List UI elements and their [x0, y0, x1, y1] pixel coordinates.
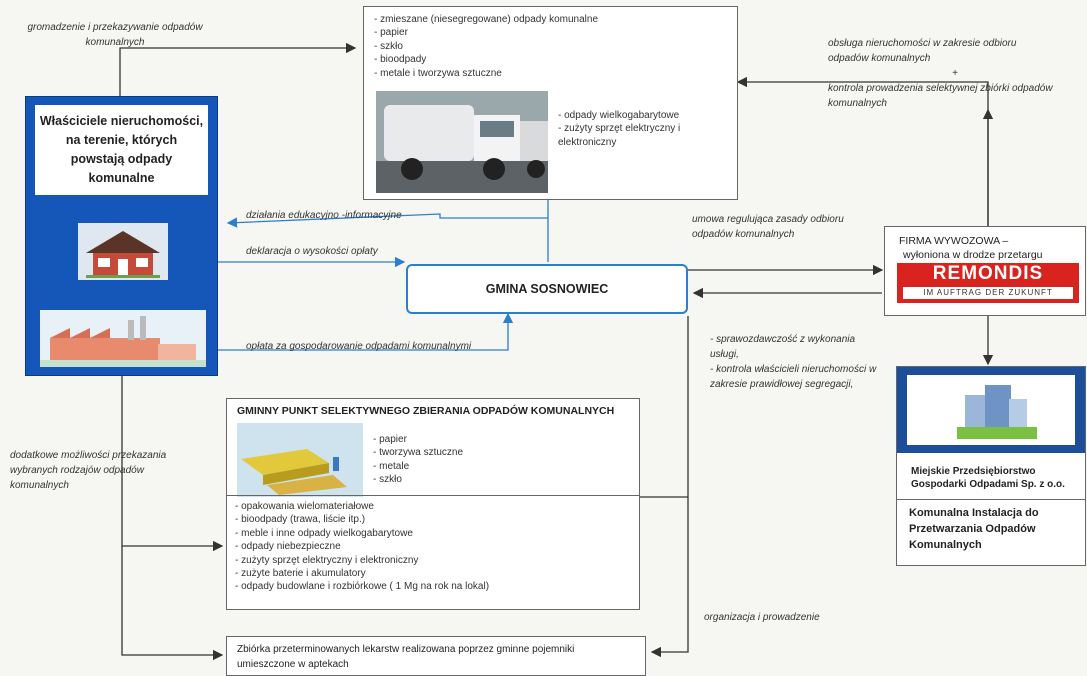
label-service: obsługa nieruchomości w zakresie odbioru… — [828, 36, 1058, 111]
list-item: tworzywa sztuczne — [373, 446, 533, 459]
arrow-education — [226, 213, 548, 228]
label-fee: opłata za gospodarowanie odpadami komuna… — [246, 341, 472, 352]
gmina-title: GMINA SOSNOWIEC — [485, 282, 609, 296]
label-education: działania edukacyjno -informacyjne — [246, 210, 402, 221]
list-item: odpady niebezpieczne — [235, 540, 635, 553]
list-item: zużyty sprzęt elektryczny i elektroniczn… — [558, 122, 733, 149]
remondis-logo-text: REMONDIS — [932, 263, 1044, 284]
remondis-logo: REMONDIS IM AUFTRAG DER ZUKUNFT — [897, 263, 1079, 303]
waste-types-box: zmieszane (niesegregowane) odpady komuna… — [363, 6, 738, 200]
house-icon — [78, 223, 168, 280]
arrow-fee — [218, 312, 514, 351]
label-contract: umowa regulująca zasady odbioru odpadów … — [692, 214, 844, 240]
label-service-line2: kontrola prowadzenia selektywnej zbiórki… — [828, 83, 1053, 109]
firm-line1: FIRMA WYWOZOWA – — [899, 235, 1009, 247]
containers-icon — [237, 423, 363, 497]
list-item: metale i tworzywa sztuczne — [374, 67, 674, 80]
list-item: zużyte baterie i akumulatory — [235, 567, 635, 580]
arrow-organisation — [650, 316, 689, 658]
list-item: zużyty sprzęt elektryczny i elektroniczn… — [235, 554, 635, 567]
owners-panel: Właściciele nieruchomości, na terenie, k… — [25, 96, 218, 376]
arrow-additional-medicine — [121, 546, 224, 661]
list-item: szkło — [374, 40, 674, 53]
list-item: bioodpady — [374, 53, 674, 66]
mpgo-box: Miejskie Przedsiębiorstwo Gospodarki Odp… — [896, 366, 1086, 566]
label-organisation: organizacja i prowadzenie — [704, 612, 820, 623]
pszok-list-top: papier tworzywa sztuczne metale szkło — [373, 433, 533, 487]
label-declaration: deklaracja o wysokości opłaty — [246, 246, 378, 257]
label-reporting: - sprawozdawczość z wykonania usługi, - … — [710, 332, 885, 392]
pszok-box: GMINNY PUNKT SELEKTYWNEGO ZBIERANIA ODPA… — [226, 398, 640, 610]
factory-icon — [40, 310, 206, 367]
list-item: bioodpady (trawa, liście itp.) — [235, 513, 635, 526]
list-item: papier — [374, 26, 674, 39]
medicine-box: Zbiórka przeterminowanych lekarstw reali… — [226, 636, 646, 676]
pszok-list-bottom: opakowania wielomateriałowe bioodpady (t… — [235, 500, 635, 594]
building-icon — [907, 375, 1075, 445]
label-collection: gromadzenie i przekazywanie odpadów komu… — [27, 22, 203, 48]
mpgo-name: Miejskie Przedsiębiorstwo Gospodarki Odp… — [911, 466, 1065, 490]
label-additional: dodatkowe możliwości przekazania wybrany… — [10, 450, 167, 491]
remondis-logo-sub: IM AUFTRAG DER ZUKUNFT — [903, 287, 1073, 299]
firm-line2: wyłoniona w drodze przetargu — [903, 249, 1043, 261]
label-reporting-line2: - kontrola właścicieli nieruchomości w z… — [710, 364, 877, 390]
firm-box: FIRMA WYWOZOWA – wyłoniona w drodze prze… — [884, 226, 1086, 316]
pszok-title: GMINNY PUNKT SELEKTYWNEGO ZBIERANIA ODPA… — [237, 405, 615, 417]
list-item: zmieszane (niesegregowane) odpady komuna… — [374, 13, 674, 26]
list-item: odpady wielkogabarytowe — [558, 109, 733, 122]
list-item: metale — [373, 460, 533, 473]
list-item: odpady budowlane i rozbiórkowe ( 1 Mg na… — [235, 580, 635, 593]
label-plus: + — [952, 68, 958, 79]
list-item: szkło — [373, 473, 533, 486]
garbage-truck-icon — [376, 91, 548, 193]
list-item: opakowania wielomateriałowe — [235, 500, 635, 513]
gmina-box: GMINA SOSNOWIEC — [406, 264, 688, 314]
list-item: papier — [373, 433, 533, 446]
list-item: meble i inne odpady wielkogabarytowe — [235, 527, 635, 540]
mpgo-plant: Komunalna Instalacja do Przetwarzania Od… — [909, 507, 1039, 551]
waste-types-list: zmieszane (niesegregowane) odpady komuna… — [374, 13, 674, 80]
label-reporting-line1: - sprawozdawczość z wykonania usługi, — [710, 334, 856, 360]
waste-extra-list: odpady wielkogabarytowe zużyty sprzęt el… — [558, 109, 733, 149]
mpgo-header — [897, 367, 1085, 453]
arrow-owners-to-waste — [119, 42, 357, 96]
owners-title: Właściciele nieruchomości, na terenie, k… — [35, 105, 208, 195]
medicine-text: Zbiórka przeterminowanych lekarstw reali… — [237, 644, 575, 670]
label-service-line1: obsługa nieruchomości w zakresie odbioru… — [828, 38, 1017, 64]
